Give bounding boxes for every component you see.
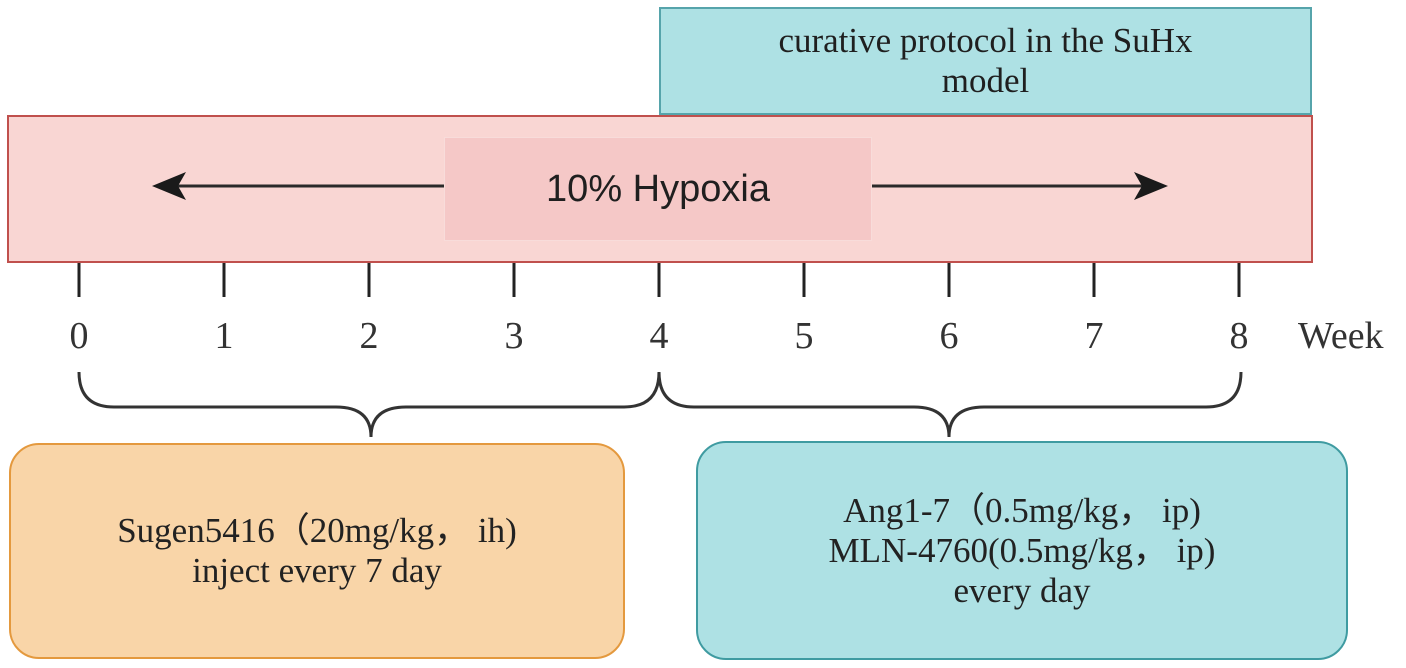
curative-protocol-box: curative protocol in the SuHx model: [659, 7, 1312, 115]
sugen-schedule-text: inject every 7 day: [192, 551, 442, 590]
ang-schedule-text: every day: [953, 570, 1091, 610]
week-tick-label: 8: [1229, 315, 1249, 357]
sugen-dose-text: Sugen5416（20mg/kg， ih): [117, 511, 517, 550]
week-tick-label: 2: [359, 315, 379, 357]
hypoxia-left-arrow: [152, 172, 444, 200]
week-tick-label: 5: [794, 315, 814, 357]
mln-dose-text: MLN-4760(0.5mg/kg， ip): [828, 530, 1216, 570]
week-tick-label: 4: [649, 315, 669, 357]
sugen-treatment-box: Sugen5416（20mg/kg， ih) inject every 7 da…: [9, 443, 625, 659]
week-tick-label: 6: [939, 315, 959, 357]
right-curly-brace: [657, 371, 1243, 438]
week-tick-label: 0: [69, 315, 89, 357]
week-tick-label: 3: [504, 315, 524, 357]
ang-mln-treatment-box: Ang1-7（0.5mg/kg， ip) MLN-4760(0.5mg/kg， …: [696, 441, 1348, 660]
timeline-ticks: [77, 263, 1241, 297]
curative-protocol-line-1: curative protocol in the SuHx: [778, 21, 1193, 60]
left-curly-brace: [77, 371, 661, 438]
hypoxia-label: 10% Hypoxia: [546, 167, 770, 210]
hypoxia-right-arrow: [872, 172, 1168, 200]
curative-protocol-line-2: model: [941, 61, 1030, 100]
hypoxia-label-box: 10% Hypoxia: [444, 137, 872, 241]
week-tick-label: 7: [1084, 315, 1104, 357]
ang-dose-text: Ang1-7（0.5mg/kg， ip): [843, 490, 1201, 530]
week-tick-label: 1: [214, 315, 234, 357]
week-axis-unit: Week: [1298, 315, 1384, 357]
